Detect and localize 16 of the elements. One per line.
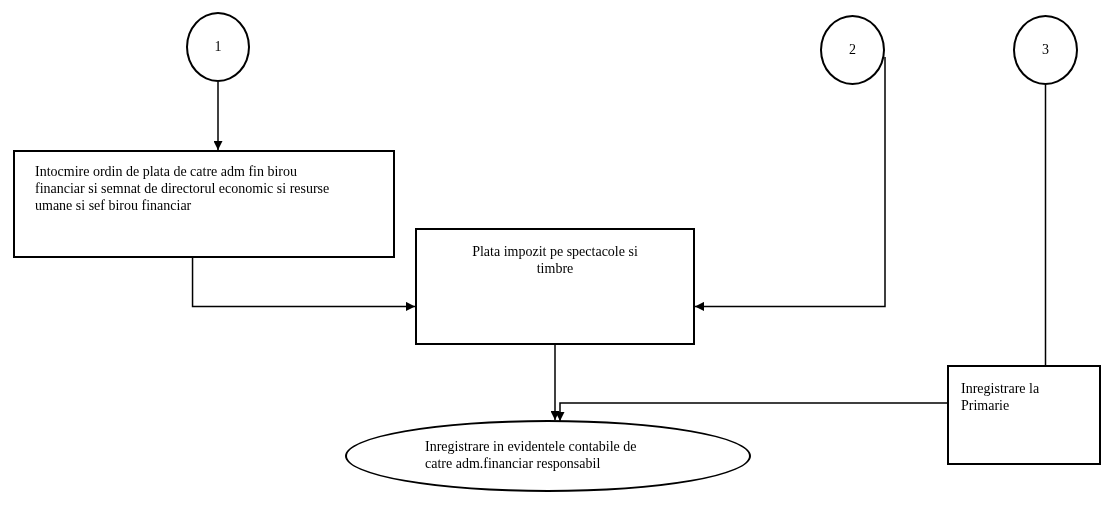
node-text: Inregistrare la Primarie [961, 381, 1041, 415]
arrow [550, 344, 560, 421]
arrow [555, 402, 948, 422]
process-box [415, 228, 695, 345]
arrow [694, 56, 886, 311]
node-text: Plata impozit pe spectacole si timbre [471, 244, 639, 278]
process-box [947, 365, 1101, 465]
node-text: Intocmire ordin de plata de catre adm fin birou financiar si semnat de directorul economic si resurse umane si sef birou financiar [35, 164, 331, 215]
node-text: Inregistrare in evidentele contabile de catre adm.financiar responsabil [425, 439, 638, 473]
process-box [13, 150, 395, 258]
node-text: 3 [1042, 41, 1049, 59]
arrow [213, 81, 223, 151]
arrow [191, 257, 416, 311]
node-text: 2 [849, 41, 856, 59]
connector-line [1044, 84, 1047, 366]
node-text: 1 [214, 38, 222, 56]
